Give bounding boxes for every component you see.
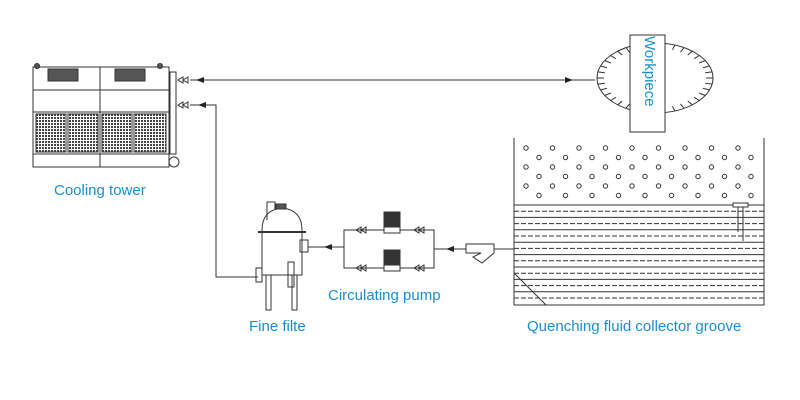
droplet	[615, 173, 622, 180]
collector-groove-label: Quenching fluid collector groove	[527, 318, 742, 335]
workpiece-tick	[600, 65, 608, 69]
droplet	[629, 183, 635, 189]
droplet	[668, 154, 675, 161]
workpiece-tick	[698, 92, 706, 96]
droplet	[655, 183, 662, 189]
droplet	[682, 183, 688, 189]
workpiece-tick	[698, 60, 706, 64]
droplet	[615, 192, 622, 199]
droplet	[668, 192, 675, 199]
workpiece-tick	[680, 103, 685, 109]
droplet	[562, 154, 569, 161]
circulating-pump-label: Circulating pump	[328, 287, 441, 304]
droplet	[576, 164, 582, 170]
droplet	[655, 164, 662, 170]
droplet	[576, 145, 582, 151]
workpiece-tick	[705, 71, 713, 74]
droplet	[536, 154, 542, 161]
workpiece-tick	[610, 55, 617, 60]
supply-arrow-tower	[196, 77, 204, 83]
y-strainer	[465, 243, 495, 264]
return-arrow	[198, 102, 206, 108]
workpiece-tick	[617, 50, 623, 56]
workpiece-tick	[604, 92, 612, 96]
droplet	[642, 192, 648, 199]
droplet	[589, 173, 595, 180]
droplet	[748, 154, 754, 161]
collector-groove	[513, 138, 765, 306]
droplet	[629, 145, 635, 151]
droplet	[523, 145, 529, 151]
workpiece-tick	[597, 82, 605, 85]
workpiece-tick	[625, 47, 630, 53]
workpiece-tick	[702, 87, 710, 91]
droplet	[589, 192, 595, 199]
droplet	[536, 192, 542, 199]
workpiece-tick	[617, 100, 623, 106]
workpiece-tick	[687, 50, 693, 56]
droplet	[602, 183, 609, 189]
droplet	[748, 173, 754, 180]
workpiece-label: Workpiece	[641, 36, 658, 107]
droplet	[708, 183, 715, 189]
workpiece-tick	[702, 65, 710, 69]
droplet	[682, 145, 688, 151]
droplet	[549, 164, 556, 170]
workpiece-tick	[597, 71, 605, 74]
workpiece	[596, 34, 714, 133]
droplet	[562, 192, 569, 199]
droplet	[602, 164, 609, 170]
droplet	[629, 164, 635, 170]
droplet	[549, 183, 556, 189]
droplet	[708, 145, 715, 151]
droplet	[562, 173, 569, 180]
droplet	[589, 154, 595, 161]
droplet	[708, 164, 715, 170]
return-line	[190, 104, 258, 278]
droplet	[523, 183, 529, 189]
droplet	[668, 173, 675, 180]
droplet	[721, 154, 728, 161]
droplet	[642, 173, 648, 180]
droplet	[735, 145, 741, 151]
droplet	[549, 145, 556, 151]
droplet	[655, 145, 662, 151]
workpiece-tick	[680, 47, 685, 53]
droplet	[602, 145, 609, 151]
workpiece-tick	[600, 87, 608, 91]
workpiece-tick	[604, 60, 612, 64]
droplet	[576, 183, 582, 189]
filter-arrow	[324, 244, 332, 250]
droplet	[695, 173, 701, 180]
workpiece-tick	[693, 96, 700, 101]
droplet	[748, 192, 754, 199]
droplet	[695, 192, 701, 199]
droplet	[642, 154, 648, 161]
workpiece-tick	[705, 82, 713, 85]
droplet	[536, 173, 542, 180]
workpiece-tick	[693, 55, 700, 60]
circulating-pump-loop	[343, 211, 435, 272]
droplet	[721, 173, 728, 180]
droplet	[682, 164, 688, 170]
fine-filter-label: Fine filte	[249, 318, 306, 335]
droplet	[735, 183, 741, 189]
workpiece-tick	[671, 105, 676, 112]
droplet	[695, 154, 701, 161]
cooling-tower	[32, 63, 189, 168]
workpiece-tick	[610, 96, 617, 101]
droplet	[523, 164, 529, 170]
supply-arrow-workpiece	[565, 77, 573, 83]
workpiece-tick	[687, 100, 693, 106]
droplet	[615, 154, 622, 161]
workpiece-tick	[671, 44, 676, 51]
cooling-tower-label: Cooling tower	[54, 182, 146, 199]
fine-filter	[255, 201, 309, 311]
pump-arrow	[446, 246, 454, 252]
droplet	[721, 192, 728, 199]
droplet	[735, 164, 741, 170]
workpiece-tick	[625, 103, 630, 109]
